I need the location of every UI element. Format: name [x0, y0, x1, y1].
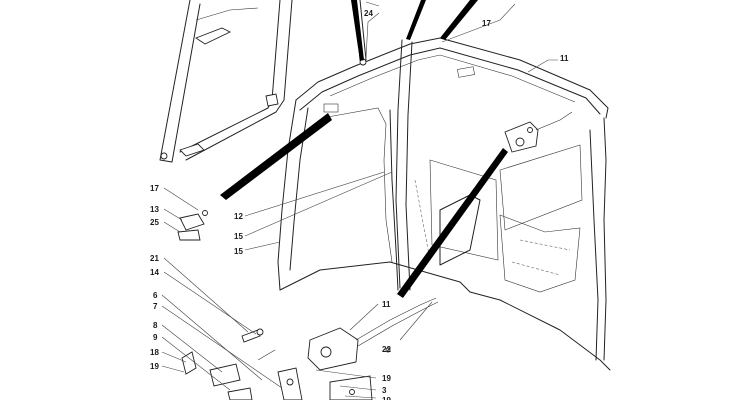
callout-11-lower: 11	[382, 300, 391, 309]
upper-lock-assembly	[504, 111, 573, 153]
wedge-top-right	[440, 0, 478, 40]
callout-25: 25	[150, 218, 159, 227]
callout-7: 7	[153, 302, 158, 311]
callout-6: 6	[153, 291, 158, 300]
connection-wedges	[220, 0, 508, 298]
lower-mechanism	[181, 349, 303, 400]
callout-12: 12	[234, 212, 243, 221]
wedge-top-pillar	[406, 0, 426, 40]
door-frame	[159, 0, 293, 163]
callout-11-top: 11	[560, 54, 569, 63]
callout-labels: 24 17 11 17 13 25 12 15 15 21 14 6 7 8 9…	[150, 9, 569, 400]
callout-9: 9	[153, 333, 158, 342]
callout-19-left: 19	[150, 362, 159, 371]
callout-15-lower: 15	[234, 247, 243, 256]
callout-18: 18	[150, 348, 159, 357]
callout-17-left: 17	[150, 184, 159, 193]
callout-21: 21	[150, 254, 159, 263]
callout-13: 13	[150, 205, 159, 214]
wedge-lower-lock	[397, 148, 508, 298]
callout-17-top: 17	[482, 19, 491, 28]
leader-lines	[161, 1, 558, 399]
callout-24: 24	[364, 9, 373, 18]
callout-15-upper: 15	[234, 232, 243, 241]
wedge-top-strut	[351, 0, 364, 61]
lower-lock-assembly	[307, 297, 439, 400]
wedge-left-window	[220, 113, 332, 200]
callout-22: 22	[382, 345, 391, 354]
callout-8: 8	[153, 321, 158, 330]
callout-3: 3	[382, 386, 387, 395]
latch-parts	[177, 210, 264, 343]
callout-19-lower: 19	[382, 374, 391, 383]
callout-19-bottom: 19	[382, 396, 391, 400]
cab-body	[277, 37, 611, 371]
callout-14: 14	[150, 268, 159, 277]
